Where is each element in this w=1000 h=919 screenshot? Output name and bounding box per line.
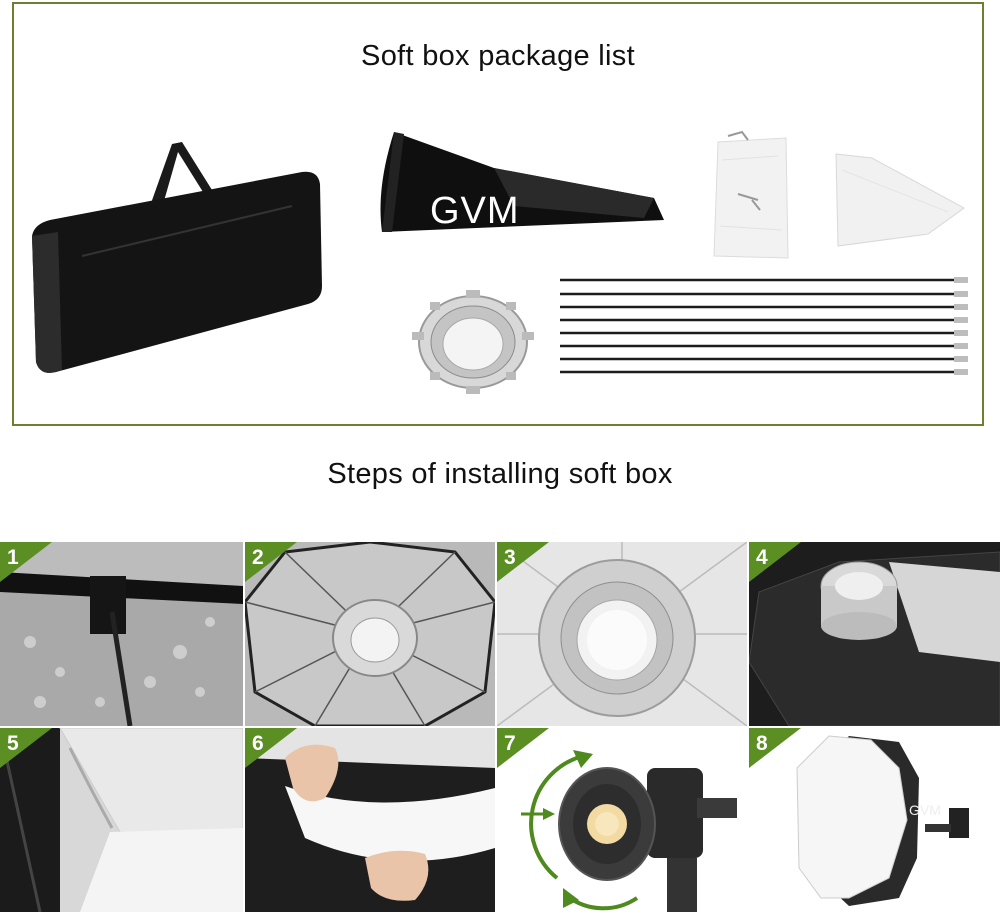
step-2-image: 2 (245, 542, 495, 726)
speed-ring-image (412, 290, 534, 394)
step-2-number: 2 (252, 546, 264, 569)
step-8-image: GVM 8 (749, 728, 1000, 912)
step-1-number: 1 (7, 546, 19, 569)
step-3-number: 3 (504, 546, 516, 569)
step-1-image: 1 (0, 542, 243, 726)
step-3-image: 3 (497, 542, 747, 726)
step-8-number: 8 (756, 732, 768, 755)
package-list-panel: Soft box package list GVM (12, 2, 984, 426)
softbox-brand-logo: GVM (909, 802, 941, 818)
steps-title: Steps of installing soft box (327, 458, 673, 490)
step-7-number: 7 (504, 732, 516, 755)
step-6-image: 6 (245, 728, 495, 912)
support-rods-image (560, 277, 968, 375)
step-4-number: 4 (756, 546, 768, 569)
step-7-image: 7 (497, 728, 747, 912)
folded-softbox-logo: GVM (430, 190, 520, 232)
step-6-number: 6 (252, 732, 264, 755)
folded-softbox-image (380, 132, 664, 232)
carrying-bag-image (32, 142, 322, 373)
step-4-image: 4 (749, 542, 1000, 726)
inner-diffuser-image (835, 153, 965, 247)
package-list-title: Soft box package list (361, 40, 635, 72)
step-5-number: 5 (7, 732, 19, 755)
outer-diffuser-image (713, 130, 789, 259)
step-5-image: 5 (0, 728, 243, 912)
